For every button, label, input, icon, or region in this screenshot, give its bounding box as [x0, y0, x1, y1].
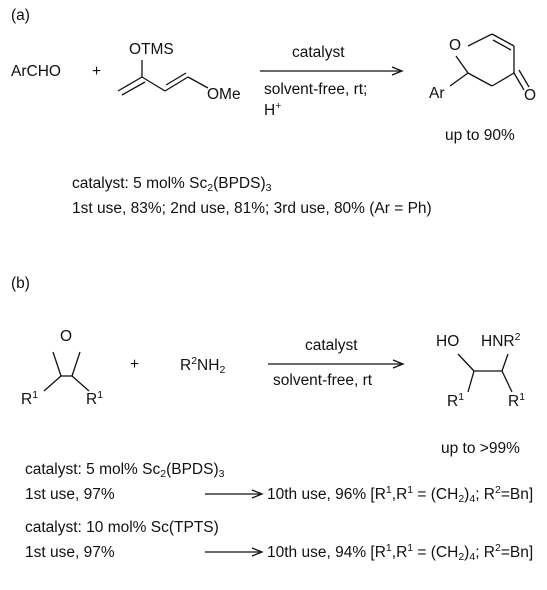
diene-alkene-bond	[164, 76, 189, 92]
diene-ome-label: OMe	[207, 86, 241, 103]
product-carbonyl-oxygen: O	[524, 87, 537, 104]
recycle-b1-tenth: 10th use, 96% [R1,R1 = (CH2)4; R2=Bn]	[267, 484, 534, 505]
diene-ome-bond	[187, 76, 209, 89]
diene-methylene-bond	[117, 76, 143, 92]
catalyst-b1-line: catalyst: 5 mol% Sc2(BPDS)3	[25, 461, 225, 480]
reaction-arrow-b-head	[392, 359, 405, 369]
reaction-arrow-a-head	[391, 66, 404, 76]
ring-c2-ar-bond	[449, 72, 469, 87]
ring-c6-c5-bond	[491, 33, 515, 47]
carbonyl-bond	[513, 72, 525, 91]
part-a-label: (a)	[11, 7, 30, 24]
diene-single-bond	[141, 76, 166, 92]
ring-c4-c3-bond	[491, 72, 515, 87]
yield-a: up to 90%	[445, 127, 515, 144]
carbonyl-double-bond	[518, 69, 530, 88]
epoxide-o-c-right-bond	[71, 351, 81, 377]
recycle-arrow-1-head	[251, 489, 264, 499]
ring-o-c6-bond	[467, 33, 493, 47]
part-b-label: (b)	[11, 275, 30, 292]
epoxide-r1-right: R1	[86, 389, 104, 408]
plus-sign-b: +	[130, 356, 140, 373]
catalyst-a-line: catalyst: 5 mol% Sc2(BPDS)3	[72, 175, 272, 194]
recycle-b1-first: 1st use, 97%	[25, 486, 115, 503]
arrow-a-catalyst: catalyst	[292, 44, 345, 61]
product-r1-right: R1	[508, 391, 526, 410]
arrow-a-acid: H+	[264, 100, 282, 119]
yield-b: up to >99%	[441, 440, 520, 457]
product-ho-bond	[457, 353, 475, 372]
product-nhr2-label: HNR2	[481, 331, 521, 350]
ring-c5-double-bond	[492, 39, 512, 51]
plus-sign-a: +	[92, 63, 102, 80]
epoxide-oxygen: O	[60, 328, 73, 345]
arrow-b-catalyst: catalyst	[305, 337, 358, 354]
ring-c3-c2-bond	[467, 72, 493, 87]
diene-methylene-double-bond	[121, 81, 146, 96]
arrow-b-conditions: solvent-free, rt	[273, 372, 373, 389]
aldehyde-label: ArCHO	[11, 63, 61, 80]
product-r1-left: R1	[447, 391, 465, 410]
epoxide-r1-right-bond	[71, 375, 90, 392]
product-r1-right-bond	[501, 370, 513, 393]
recycle-a-line: 1st use, 83%; 2nd use, 81%; 3rd use, 80%…	[72, 200, 432, 217]
diene-alkene-double-bond	[165, 72, 187, 86]
product-ar-label: Ar	[429, 85, 445, 102]
epoxide-r1-left: R1	[21, 389, 39, 408]
catalyst-b2-line: catalyst: 10 mol% Sc(TPTS)	[25, 519, 219, 536]
amine-label: R2NH2	[180, 355, 226, 376]
recycle-b2-tenth: 10th use, 94% [R1,R1 = (CH2)4; R2=Bn]	[267, 542, 534, 563]
ring-c2-o-bond	[455, 55, 469, 74]
recycle-b2-first: 1st use, 97%	[25, 544, 115, 561]
epoxide-o-c-left-bond	[52, 351, 62, 377]
recycle-arrow-2-head	[251, 547, 264, 557]
epoxide-r1-left-bond	[43, 375, 62, 392]
product-ring-oxygen: O	[449, 37, 462, 54]
product-ho-label: HO	[436, 333, 460, 350]
arrow-a-conditions: solvent-free, rt;	[264, 81, 368, 98]
diene-otms-label: OTMS	[129, 41, 174, 58]
product-r1-left-bond	[467, 370, 475, 393]
product-nh-bond	[501, 353, 509, 372]
